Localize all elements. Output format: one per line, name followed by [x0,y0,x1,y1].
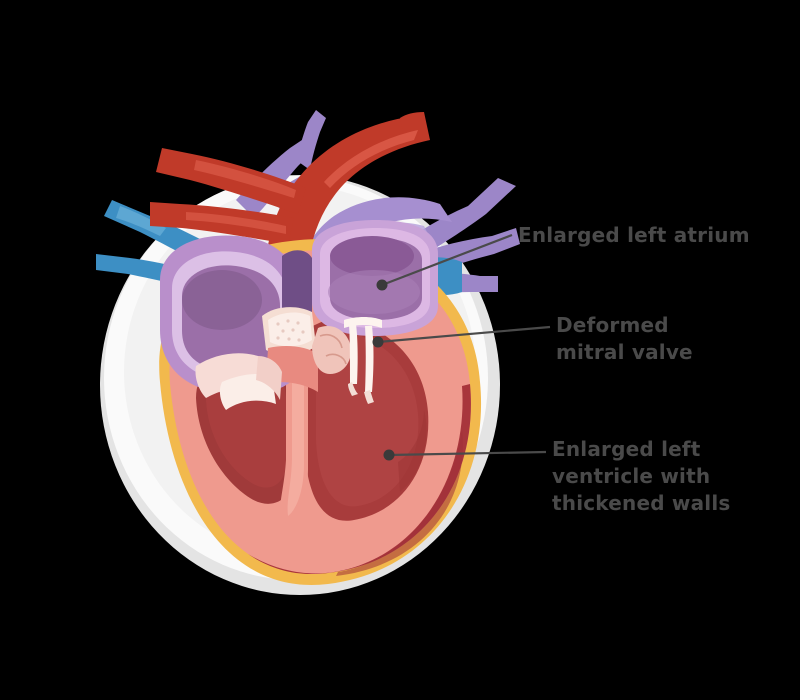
left-atrium-inner-highlight [328,270,420,314]
label-enlarged-left-ventricle: Enlarged left ventricle with thickened w… [552,437,731,515]
aorta-highlight-branch2 [186,212,286,234]
leader-dot-atrium [376,279,388,291]
pulmonary-trunk-lavender [299,197,452,306]
left-atrium-inner-shadow [330,236,414,276]
semilunar-leaflet-cluster [312,325,351,374]
tricuspid-leaflet-upper [195,353,262,398]
interatrial-septum-nub [282,250,312,317]
label-deformed-mitral-valve: Deformed mitral valve [556,313,693,364]
tricuspid-leaflet-medial [256,356,282,400]
label-enlarged-left-atrium: Enlarged left atrium [518,223,750,247]
leader-dot-ventricle [383,449,395,461]
aorta-highlight-arch [324,130,418,188]
pulmonary-vein-stub-left [296,110,326,170]
leader-line-mitral [377,325,551,344]
semilunar-leaflet-lines [319,333,347,365]
mitral-annulus [344,317,382,328]
valves-group [195,307,382,410]
right-atrium-inner-shadow [182,270,262,330]
aortic-root-inner [268,312,312,347]
lv-trabecula [398,410,427,492]
brachiocephalic-branch [156,148,306,214]
leader-lines-group [372,233,551,461]
aortic-root-stipple [276,319,305,342]
chorda-tendinea-2 [364,390,374,404]
left-ventricle-cavity-inner [316,330,419,507]
chorda-tendinea-1 [348,382,358,396]
atria-group [160,220,438,394]
tricuspid-leaflet-lower [219,374,276,410]
mitral-leaflet-anterior [349,324,358,384]
apex-shadow [336,430,463,576]
vena-cava-highlight [116,206,166,236]
leader-line-atrium [381,233,513,287]
aorta-highlight-branch1 [194,160,296,198]
leader-dot-mitral [372,336,384,348]
mitral-leaflet-posterior [365,326,374,392]
leader-line-ventricle [388,450,547,457]
